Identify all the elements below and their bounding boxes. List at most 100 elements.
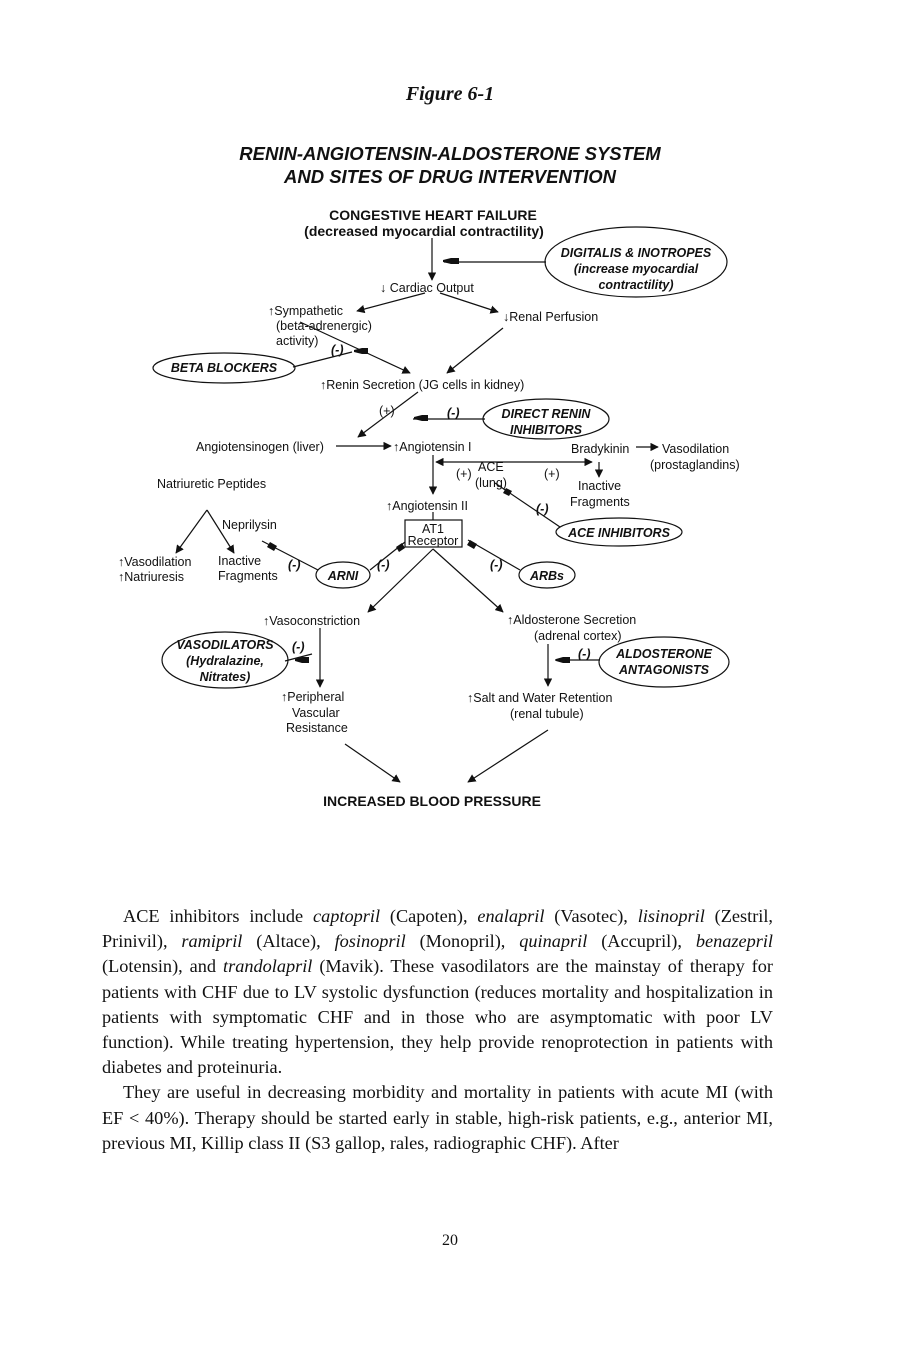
vasodilation-sub: (prostaglandins) [650, 458, 740, 472]
ace-label: ACE [478, 460, 504, 474]
minus-vasodilators: (-) [292, 640, 305, 654]
minus-ace: (-) [536, 502, 549, 516]
at1-label: AT1 [422, 522, 444, 536]
at1-receptor-box [404, 519, 463, 548]
aldosterone-label: ↑Aldosterone Secretion [507, 613, 636, 627]
np-branch-right [206, 509, 235, 554]
natriuresis-up-label: ↑Natriuresis [118, 570, 184, 584]
ace-inhibitors-label: ACE INHIBITORS [567, 526, 671, 540]
paragraph-text: (Monopril), [405, 931, 520, 952]
arni-ellipse [315, 561, 371, 589]
np-inactive-label: Inactive [218, 554, 261, 568]
paragraph-text: ACE inhibitors include [123, 906, 313, 926]
vasodilators-ellipse [161, 631, 289, 689]
figure-title-line2: AND SITES OF DRUG INTERVENTION [284, 166, 616, 187]
figure-title-line1: RENIN-ANGIOTENSIN-ALDOSTERONE SYSTEM [239, 143, 661, 164]
paragraph-acute-mi: They are useful in decreasing morbidity … [102, 1082, 773, 1153]
arni-label: ARNI [327, 569, 359, 583]
cardiac-output-label: ↓ Cardiac Output [380, 281, 474, 295]
blocker-symbol [295, 657, 309, 663]
chf-label: CONGESTIVE HEART FAILURE [329, 207, 537, 223]
sympathetic-sub2: activity) [276, 334, 318, 348]
direct-renin-sub: INHIBITORS [510, 423, 583, 437]
bk-inactive-label: Inactive [578, 479, 621, 493]
np-branch-left [175, 509, 208, 554]
bradykinin-label: Bradykinin [571, 442, 629, 456]
direct-renin-ellipse [482, 398, 610, 440]
pvr-label: ↑Peripheral [281, 690, 344, 704]
beta-blockers-label: BETA BLOCKERS [171, 361, 278, 375]
neprilysin-label: Neprilysin [222, 518, 277, 532]
vasoconstriction-label: ↑Vasoconstriction [263, 614, 360, 628]
figure-label: Figure 6-1 [405, 83, 495, 105]
direct-renin-label: DIRECT RENIN [502, 407, 592, 421]
arb-line [467, 539, 521, 571]
diagram-arrows [175, 238, 659, 783]
paragraph-text: (Zestril, Prinivil), [102, 906, 774, 952]
np-inactive-sub: Fragments [218, 569, 278, 583]
paragraph-text: (Vasotec), [544, 906, 638, 926]
vasodilators-sub1: (Hydralazine, [186, 654, 264, 668]
figure-title: RENIN-ANGIOTENSIN-ALDOSTERONE SYSTEM AND… [0, 142, 900, 188]
beta-blockers-ellipse [152, 352, 296, 384]
minus-renin: (-) [447, 406, 460, 420]
blocker-symbol [267, 542, 277, 551]
paragraph-text: (Capoten), [380, 906, 478, 926]
drug-name: benazepril [695, 931, 773, 952]
drug-name: quinapril [519, 931, 588, 952]
drug-name: captopril [313, 906, 381, 926]
minus-arni-right: (-) [377, 558, 390, 572]
drug-name: trandolapril [223, 956, 313, 977]
sympathetic-label: ↑Sympathetic [268, 304, 343, 318]
blocker-symbol [443, 258, 459, 264]
drug-name: enalapril [477, 906, 545, 926]
pvr-sub2: Resistance [286, 721, 348, 735]
vasodilator-inhibition-line [284, 653, 313, 662]
pvr-sub1: Vascular [292, 706, 340, 720]
ace-sub: (lung) [475, 476, 507, 490]
drug-ellipses [152, 226, 730, 689]
paragraph-text: (Accupril), [587, 931, 696, 952]
blocker-symbol [556, 657, 570, 663]
paragraph-ace-inhibitors: ACE inhibitors include captopril (Capote… [102, 904, 773, 1080]
plus-ace-right: (+) [544, 467, 560, 481]
minus-arb: (-) [490, 558, 503, 572]
drug-name: fosinopril [334, 931, 406, 952]
salt-water-sub: (renal tubule) [510, 707, 584, 721]
chf-sublabel: (decreased myocardial contractility) [304, 223, 544, 239]
paragraph-text: (Altace), [242, 931, 335, 952]
aldo-antag-sub: ANTAGONISTS [618, 663, 710, 677]
aldosterone-sub: (adrenal cortex) [534, 629, 622, 643]
vasodilation-up-label: ↑Vasodilation [118, 555, 191, 569]
aldo-antag-label: ALDOSTERONE [615, 647, 713, 661]
angiotensin-2-label: ↑Angiotensin II [386, 499, 468, 513]
page-number: 20 [442, 1232, 458, 1249]
vasodilators-sub2: Nitrates) [200, 670, 251, 684]
at1-sub: Receptor [408, 534, 459, 548]
vasodilation-label: Vasodilation [662, 442, 729, 456]
plus-renin: (+) [379, 404, 395, 418]
drug-name: lisinopril [637, 906, 705, 926]
angiotensin-1-label: ↑Angiotensin I [393, 440, 472, 454]
digitalis-ellipse [544, 226, 728, 298]
arrow-at1-to-vasoconstriction [367, 548, 434, 613]
renal-perfusion-label: ↓Renal Perfusion [503, 310, 598, 324]
blocker-symbol [396, 543, 405, 552]
blocker-symbol [414, 415, 428, 421]
increased-bp-label: INCREASED BLOOD PRESSURE [323, 793, 541, 809]
blocker-symbol [503, 488, 512, 496]
paragraph-text: (Mavik). These vasodilators are the main… [102, 956, 773, 1078]
sympathetic-sub1: (beta-adrenergic) [276, 319, 372, 333]
vasodilators-label: VASODILATORS [176, 638, 274, 652]
arbs-label: ARBs [529, 569, 564, 583]
renin-secretion-label: ↑Renin Secretion (JG cells in kidney) [320, 378, 524, 392]
body-text: ACE inhibitors include captopril (Capote… [102, 904, 773, 1156]
beta-blocker-inhibition-line [292, 351, 353, 368]
drug-name: ramipril [181, 931, 243, 952]
blocker-symbol [467, 540, 477, 549]
plus-ace-left: (+) [456, 467, 472, 481]
blocker-symbol [354, 348, 368, 354]
raas-diagram: CONGESTIVE HEART FAILURE (decreased myoc… [118, 207, 740, 809]
arrow-sympathetic-to-renin [299, 321, 411, 374]
arrow-at1-to-aldosterone [432, 548, 504, 613]
